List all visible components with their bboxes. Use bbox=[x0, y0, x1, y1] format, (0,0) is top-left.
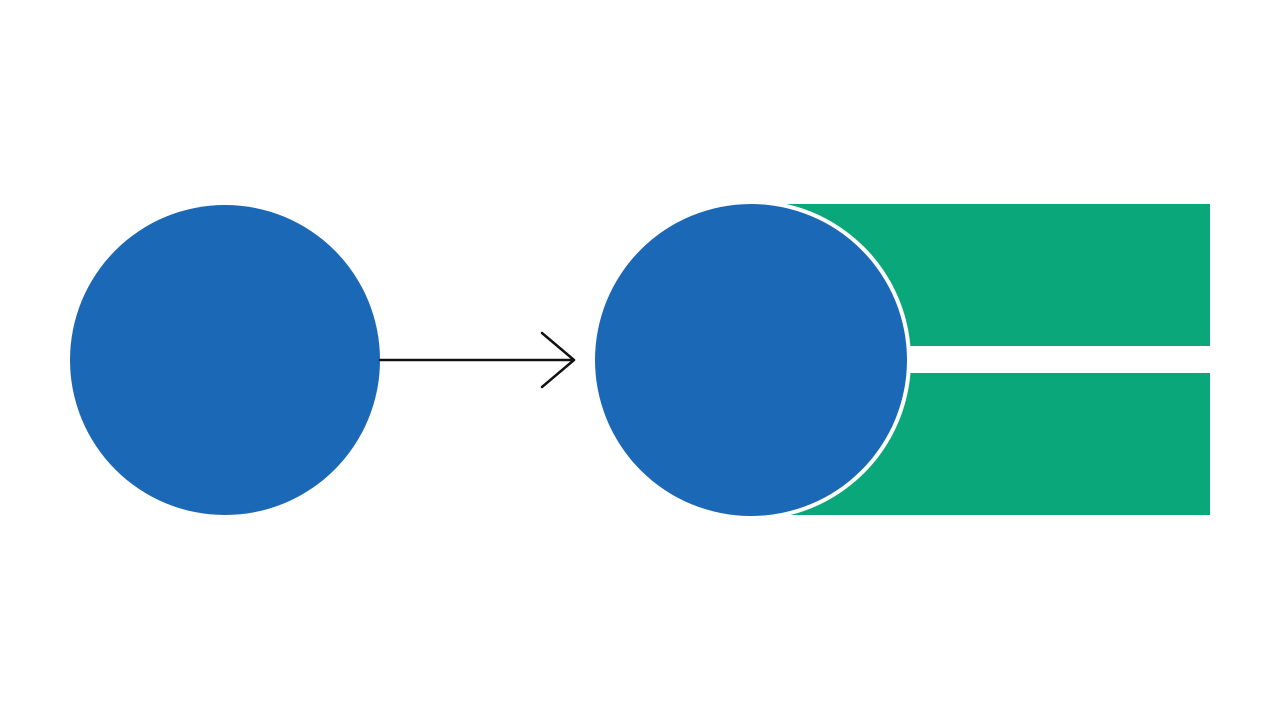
arrow-head bbox=[540, 331, 576, 389]
arrow-connector bbox=[378, 331, 576, 389]
source-circle bbox=[70, 205, 380, 515]
result-circle bbox=[595, 204, 907, 516]
result-group bbox=[591, 200, 1210, 520]
